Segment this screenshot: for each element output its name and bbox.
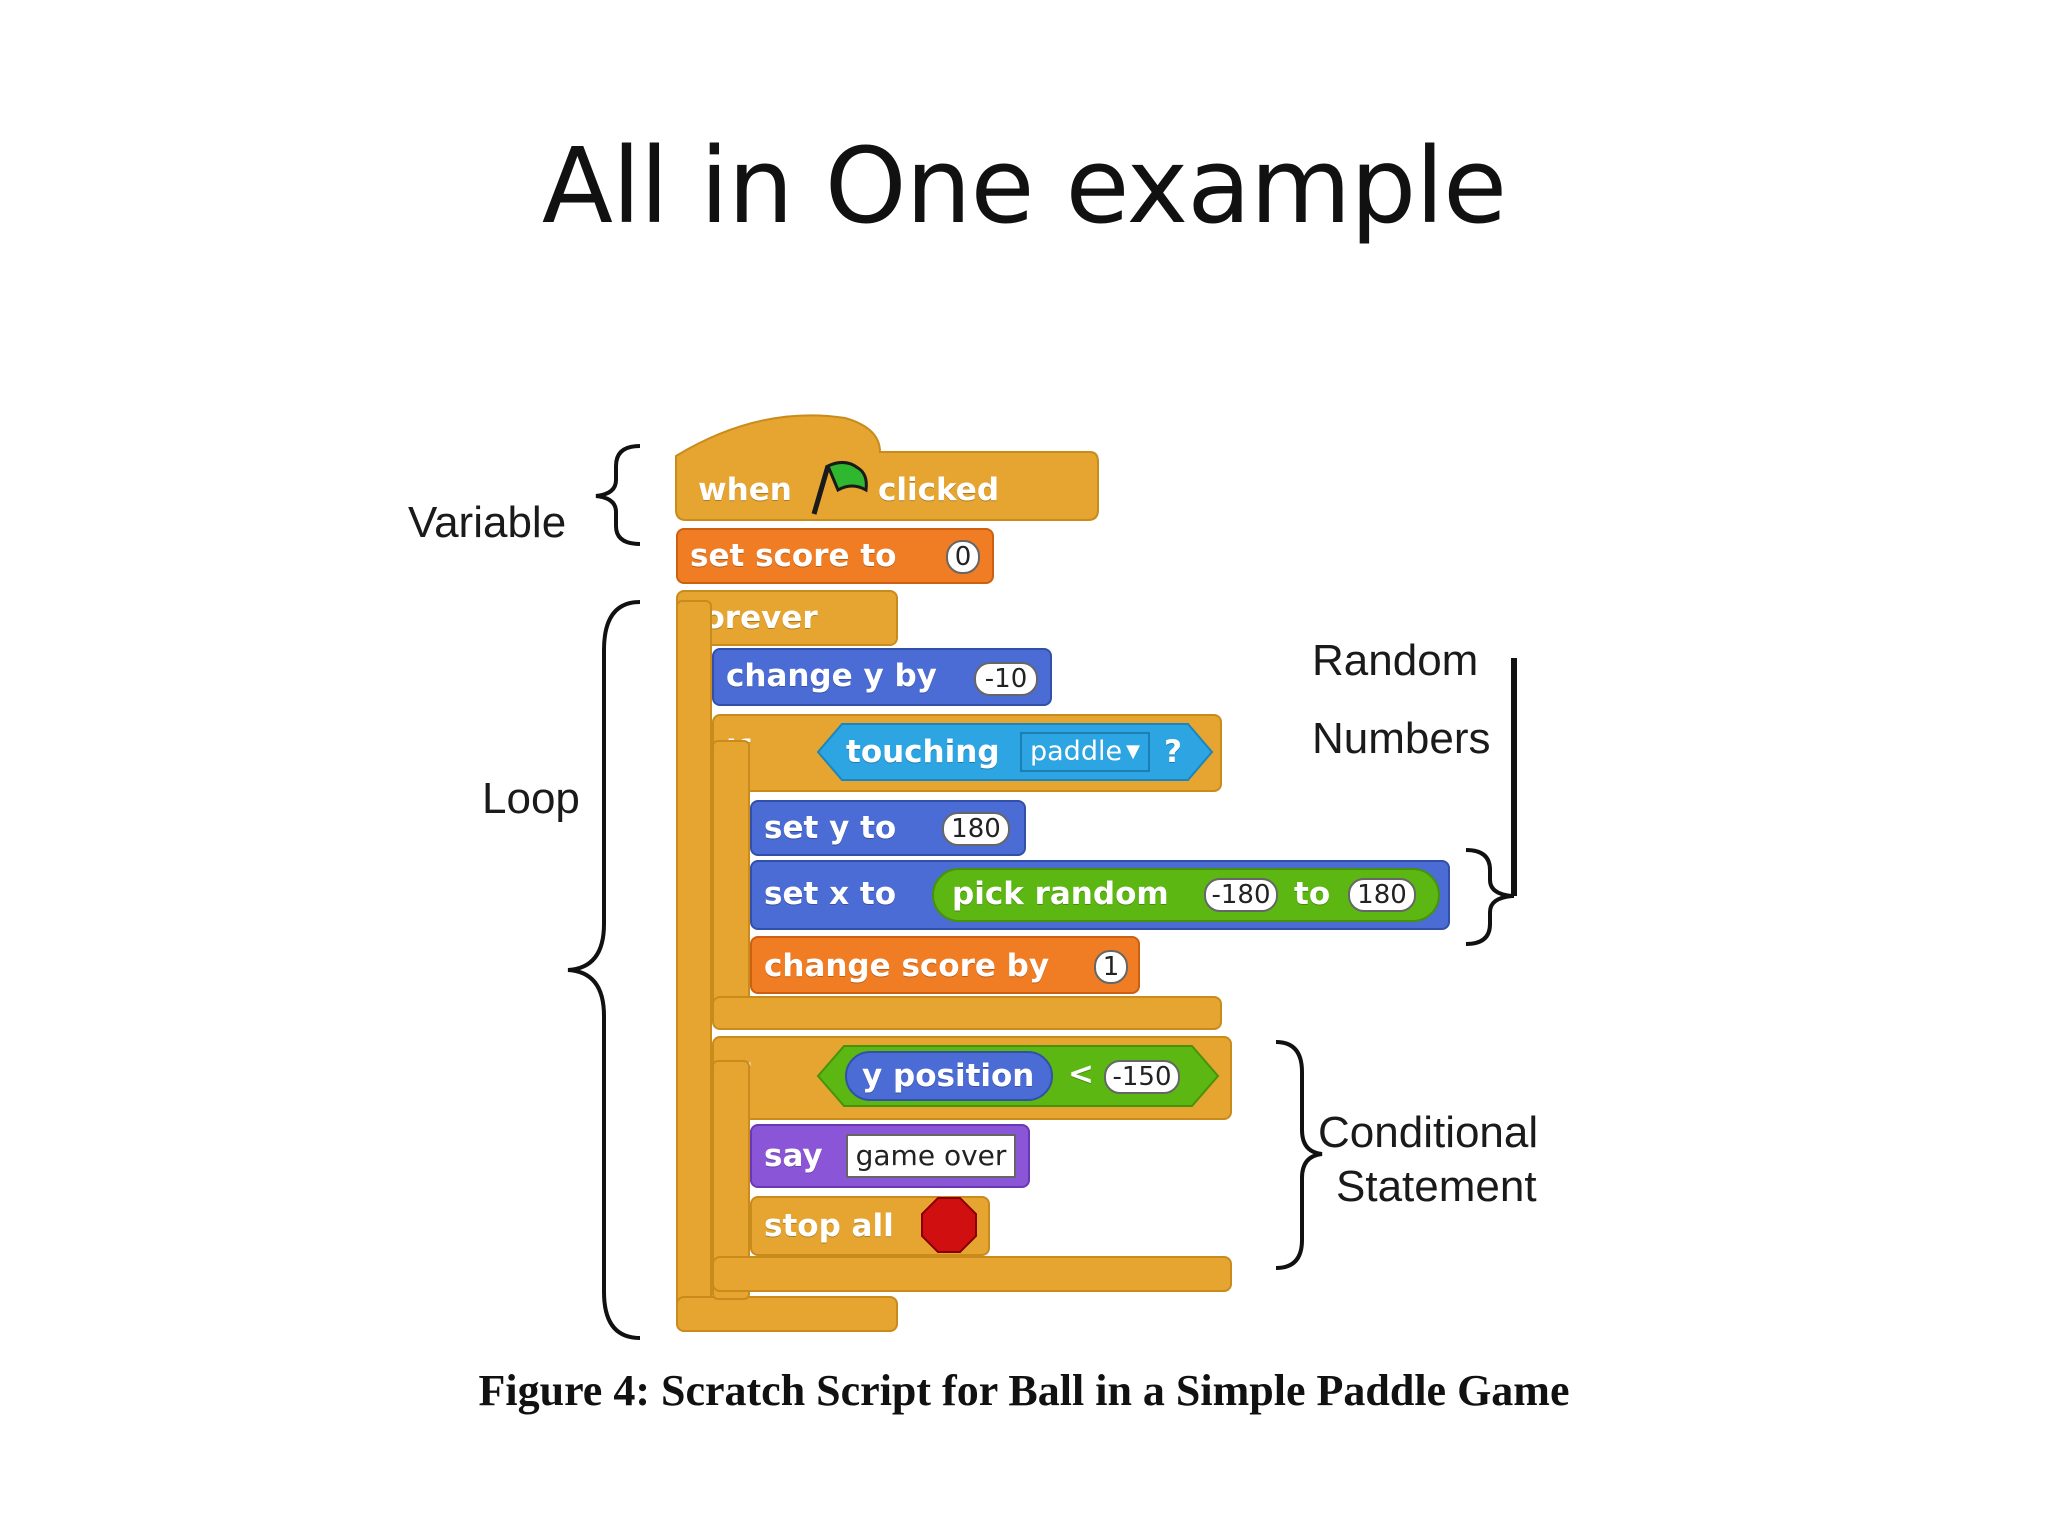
paddle-dropdown-value: paddle [1030,736,1123,767]
y-position-reporter: y position [862,1058,1035,1094]
change-score-value[interactable]: 1 [1094,950,1128,984]
if1-block-arm [712,740,750,1020]
pick-random-from[interactable]: -180 [1204,878,1278,912]
set-score-block[interactable] [676,528,994,584]
if1-block-bottom [712,996,1222,1030]
variable-annotation: Variable [408,498,567,547]
chevron-down-icon: ▼ [1126,741,1140,762]
less-than-sign: < [1068,1056,1094,1092]
hat-clicked-label: clicked [878,472,1000,508]
paddle-dropdown[interactable]: paddle ▼ [1020,732,1150,772]
forever-block-top[interactable] [676,590,898,646]
forever-block-bottom [676,1296,898,1332]
variable-brace [595,444,641,546]
pick-random-label: pick random [952,876,1169,912]
random-brace [1465,848,1513,946]
random-annotation-line2: Numbers [1312,714,1491,763]
loop-annotation: Loop [482,774,580,823]
change-score-block[interactable] [750,936,1140,994]
say-text-field[interactable]: game over [846,1134,1016,1178]
touching-question: ? [1164,734,1182,770]
conditional-annotation-line2: Statement [1336,1162,1537,1211]
change-y-value[interactable]: -10 [974,662,1038,696]
random-annotation-line1: Random [1312,636,1479,685]
set-score-value[interactable]: 0 [946,540,980,574]
figure-caption: Figure 4: Scratch Script for Ball in a S… [478,1366,1570,1415]
loop-brace [567,600,641,1340]
change-y-label: change y by [726,658,937,694]
set-score-label: set score to [690,538,897,574]
hat-when-label: when [698,472,792,508]
conditional-brace [1275,1040,1323,1270]
set-y-block[interactable] [750,800,1026,856]
change-score-label: change score by [764,948,1050,984]
set-y-value[interactable]: 180 [942,812,1010,846]
conditional-annotation-line1: Conditional [1318,1108,1539,1157]
slide-title: All in One example [541,125,1507,247]
stop-all-label: stop all [764,1208,894,1244]
pick-random-to[interactable]: 180 [1348,878,1416,912]
set-y-label: set y to [764,810,897,846]
forever-block-arm [676,600,712,1320]
pick-random-to-word: to [1294,876,1331,912]
less-than-value[interactable]: -150 [1104,1060,1180,1094]
if2-block-bottom [712,1256,1232,1292]
set-x-label: set x to [764,876,896,912]
touching-label: touching [846,734,1000,770]
say-label: say [764,1138,823,1174]
